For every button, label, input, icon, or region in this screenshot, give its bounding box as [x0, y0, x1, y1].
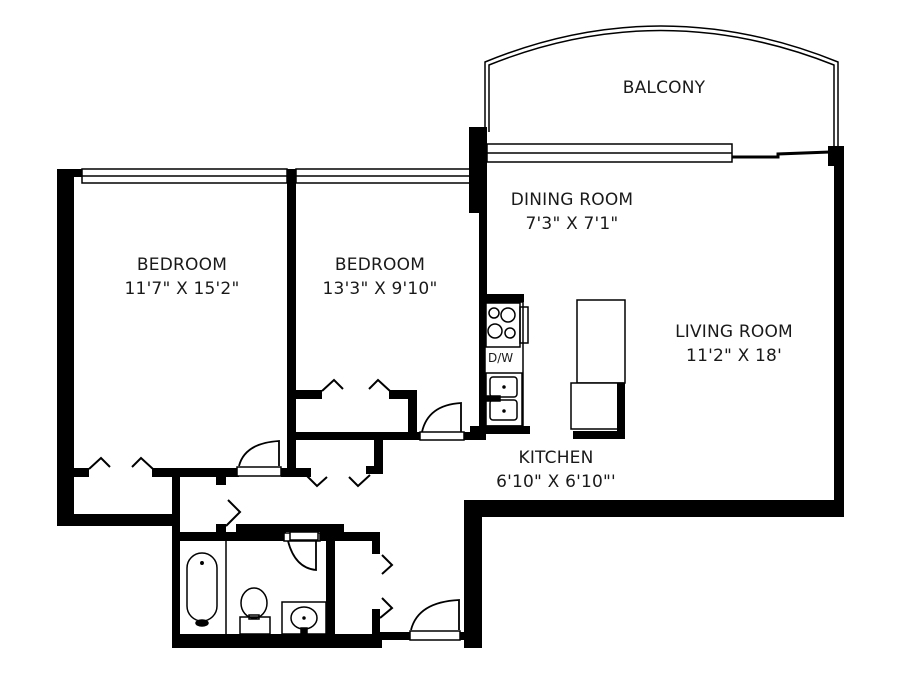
room-label-bedroom-2: BEDROOM 13'3" X 9'10" — [323, 253, 438, 301]
room-label-balcony: BALCONY — [623, 76, 706, 100]
door-thresholds — [236, 431, 465, 641]
room-name: DINING ROOM — [510, 190, 634, 210]
bedroom-windows — [81, 168, 471, 184]
closet-bifold-doors — [88, 378, 394, 619]
bathroom-sink-icon — [281, 601, 327, 635]
dishwasher-label: D/W — [488, 351, 514, 365]
room-label-bedroom-1: BEDROOM 11'7" X 15'2" — [125, 253, 240, 301]
room-dimensions: 6'10" X 6'10"' — [496, 472, 616, 492]
room-label-kitchen: KITCHEN 6'10" X 6'10"' — [496, 446, 616, 494]
walls — [57, 127, 844, 648]
refrigerator-icon — [570, 299, 626, 439]
stove-icon — [485, 302, 529, 348]
room-dimensions: 13'3" X 9'10" — [322, 279, 438, 299]
room-dimensions: 7'3" X 7'1" — [525, 214, 619, 234]
room-dimensions: 11'2" X 18' — [686, 346, 782, 366]
room-label-dining-room: DINING ROOM 7'3" X 7'1" — [511, 188, 634, 236]
room-name: BEDROOM — [136, 255, 228, 275]
room-dimensions: 11'7" X 15'2" — [124, 279, 240, 299]
room-label-living-room: LIVING ROOM 11'2" X 18' — [675, 320, 793, 368]
room-name: BALCONY — [622, 78, 706, 98]
room-name: LIVING ROOM — [675, 322, 793, 342]
room-name: KITCHEN — [518, 448, 594, 468]
bathtub-icon — [186, 541, 227, 634]
sink-icon — [485, 372, 523, 427]
room-name: BEDROOM — [334, 255, 426, 275]
toilet-icon — [239, 587, 271, 635]
door-swings — [238, 402, 462, 631]
balcony-railing — [484, 25, 839, 146]
balcony-door-track — [732, 150, 831, 159]
balcony-window — [486, 143, 733, 163]
